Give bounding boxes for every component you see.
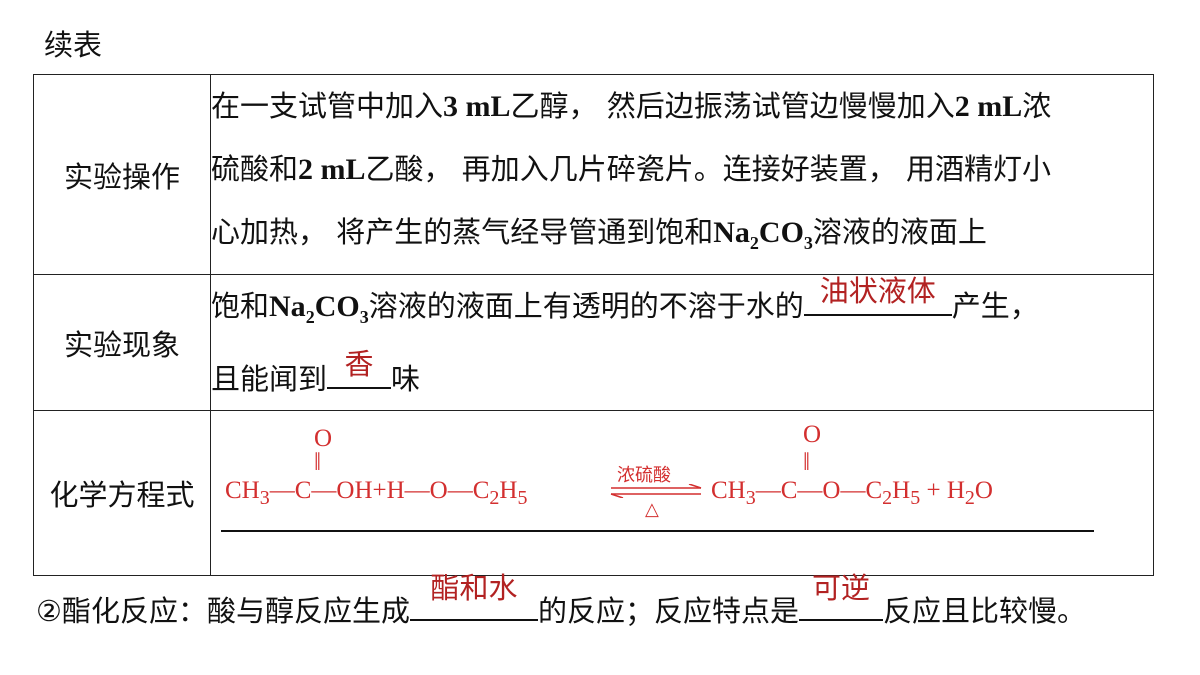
answer-blank-ester-water: 酯和水 xyxy=(410,571,538,621)
phenomenon-line-1: 饱和Na2CO3溶液的液面上有透明的不溶于水的油状液体产生， xyxy=(211,274,1039,327)
table-row-operation: 实验操作 在一支试管中加入3 mL乙醇， 然后边振荡试管边慢慢加入2 mL浓 硫… xyxy=(33,74,1154,275)
equation-content: O ‖ CH3—C—OH+H—O—C2H5 浓硫酸 △ O ‖ CH3—C—O—… xyxy=(210,410,1154,576)
chemical-equation: O ‖ CH3—C—OH+H—O—C2H5 浓硫酸 △ O ‖ CH3—C—O—… xyxy=(211,411,1153,575)
phenomenon-line-2: 且能闻到香味 xyxy=(211,347,421,396)
table-row-equation: 化学方程式 O ‖ CH3—C—OH+H—O—C2H5 浓硫酸 △ O ‖ CH… xyxy=(33,410,1154,576)
row-label-equation: 化学方程式 xyxy=(33,410,211,576)
answer-blank-fragrance: 香 xyxy=(327,347,392,389)
answer-blank-oily-liquid: 油状液体 xyxy=(803,274,952,316)
equation-underline xyxy=(221,530,1094,532)
reversible-arrow-icon xyxy=(610,484,702,498)
operation-content: 在一支试管中加入3 mL乙醇， 然后边振荡试管边慢慢加入2 mL浓 硫酸和2 m… xyxy=(210,74,1154,275)
answer-blank-reversible: 可逆 xyxy=(799,571,884,621)
phenomenon-content: 饱和Na2CO3溶液的液面上有透明的不溶于水的油状液体产生， 且能闻到香味 xyxy=(210,274,1154,411)
esterification-note: ②酯化反应：酸与醇反应生成酯和水的反应；反应特点是可逆反应且比较慢。 xyxy=(36,571,1087,628)
operation-line-2: 硫酸和2 mL乙酸， 再加入几片碎瓷片。连接好装置， 用酒精灯小 xyxy=(211,152,1051,186)
operation-line-3: 心加热， 将产生的蒸气经导管通到饱和Na2CO3溶液的液面上 xyxy=(211,215,987,253)
experiment-table: 实验操作 在一支试管中加入3 mL乙醇， 然后边振荡试管边慢慢加入2 mL浓 硫… xyxy=(33,74,1154,576)
table-caption: 续表 xyxy=(44,28,103,62)
row-label-operation: 实验操作 xyxy=(33,74,211,275)
table-row-phenomenon: 实验现象 饱和Na2CO3溶液的液面上有透明的不溶于水的油状液体产生， 且能闻到… xyxy=(33,274,1154,411)
operation-line-1: 在一支试管中加入3 mL乙醇， 然后边振荡试管边慢慢加入2 mL浓 xyxy=(211,89,1052,123)
row-label-phenomenon: 实验现象 xyxy=(33,274,211,411)
